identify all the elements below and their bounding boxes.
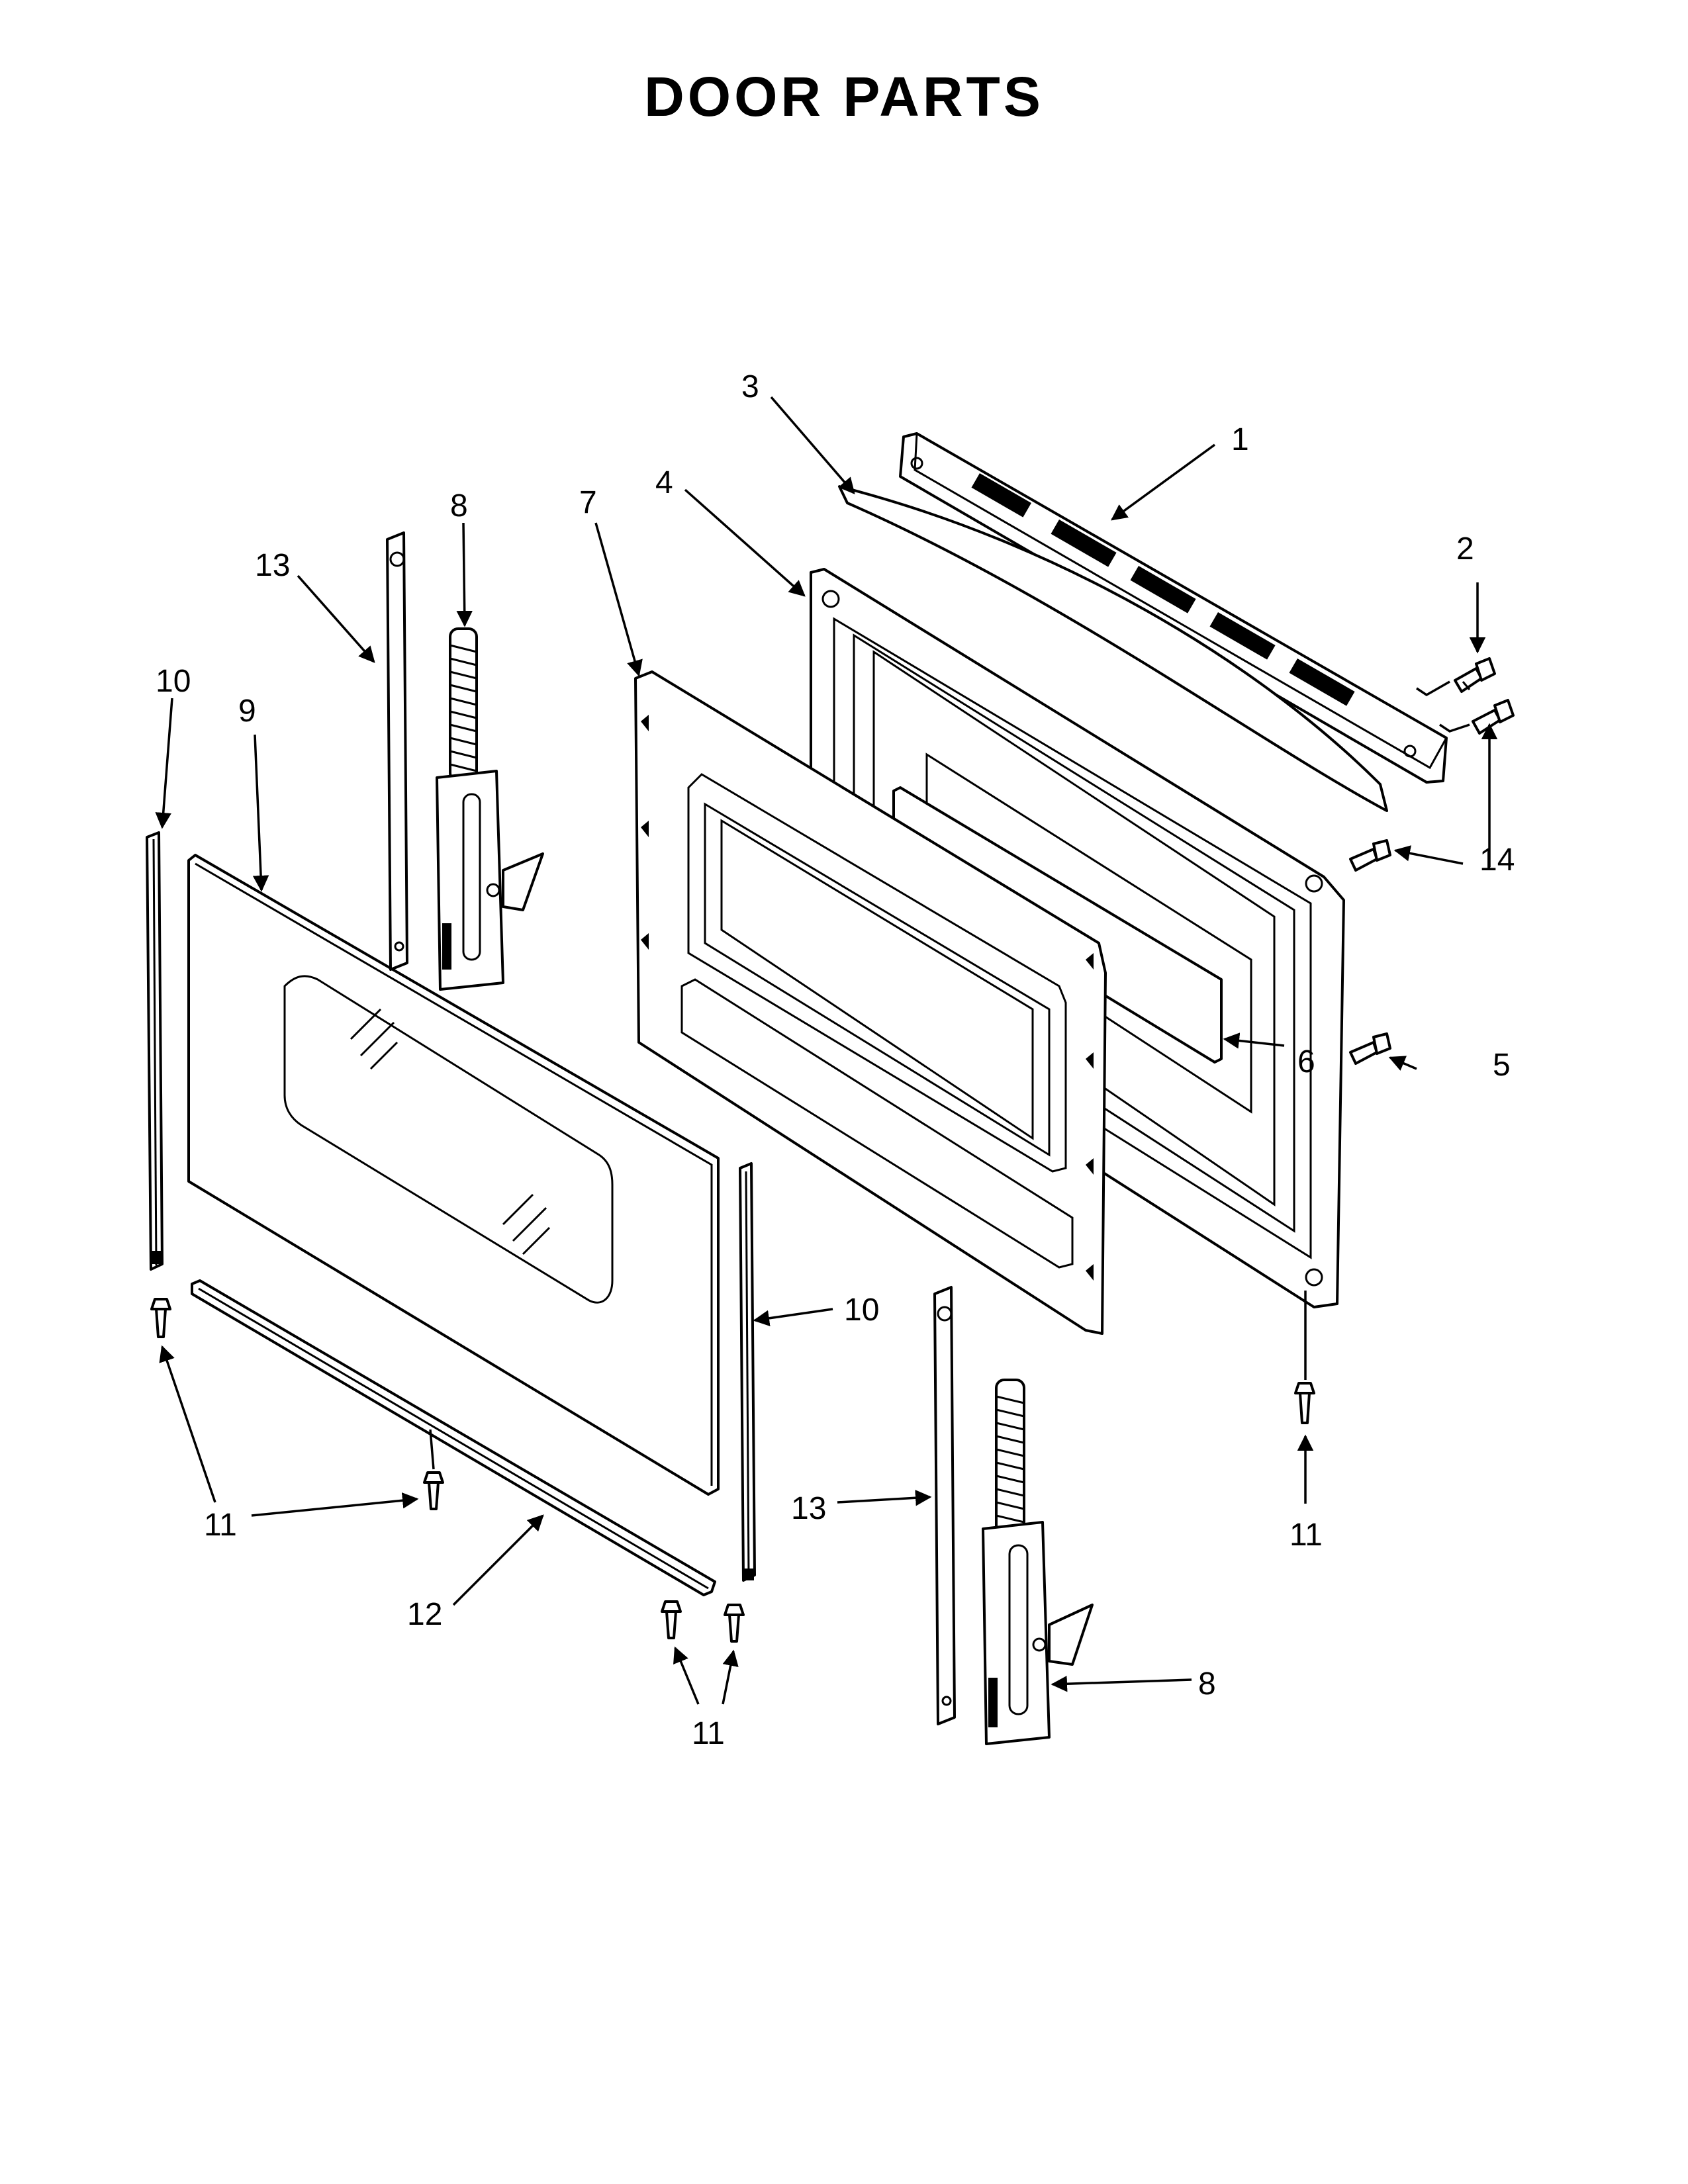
part-door-trim	[838, 485, 1388, 812]
callout-11-right: 11	[1289, 1518, 1323, 1553]
callout-10-right: 10	[844, 1293, 879, 1328]
part-screw-5	[1349, 1032, 1391, 1065]
callout-5: 5	[1493, 1048, 1511, 1083]
part-outer-door-glass	[187, 854, 720, 1496]
callout-10-left: 10	[156, 664, 191, 699]
part-hinge-lower	[982, 1379, 1094, 1745]
part-screw-11-left	[150, 1298, 171, 1338]
part-screw-11-bottom-a	[661, 1600, 682, 1639]
part-screw-14-lower	[1349, 839, 1391, 872]
part-screw-2	[1454, 657, 1496, 693]
callout-8-upper: 8	[450, 488, 468, 523]
part-screw-11-right	[1294, 1382, 1315, 1424]
callout-8-lower: 8	[1198, 1666, 1216, 1702]
part-bottom-trim	[191, 1279, 716, 1596]
part-hinge-upper	[436, 627, 544, 991]
callout-2: 2	[1456, 531, 1474, 567]
callout-9: 9	[238, 694, 256, 729]
part-door-frame	[634, 670, 1107, 1335]
callout-11-bottom: 11	[692, 1716, 725, 1751]
page-title: DOOR PARTS	[644, 66, 1044, 128]
leader-lines	[155, 396, 1498, 1705]
callout-12: 12	[407, 1597, 442, 1632]
callout-1: 1	[1231, 422, 1249, 457]
callout-7: 7	[579, 485, 597, 520]
part-hinge-receiver-lower	[933, 1286, 956, 1725]
callout-4: 4	[655, 465, 673, 500]
part-side-trim-right	[739, 1162, 756, 1582]
part-screw-14-upper	[1472, 699, 1515, 735]
callout-14: 14	[1479, 842, 1515, 878]
part-screw-11-bottom-b	[724, 1604, 745, 1643]
callout-13-upper: 13	[255, 548, 290, 583]
part-screw-11-center	[423, 1471, 444, 1510]
callout-6: 6	[1297, 1044, 1315, 1079]
callout-labels: 1 2 3 4 5 6 7 8 8 9 10 10 11 11 11 12 13…	[156, 369, 1515, 1751]
callout-11-left: 11	[204, 1508, 237, 1543]
part-hinge-receiver-upper	[386, 531, 408, 971]
part-side-trim-left	[146, 831, 164, 1271]
callout-3: 3	[741, 369, 759, 404]
part-vent-trim	[899, 432, 1448, 784]
callout-13-lower: 13	[791, 1491, 826, 1526]
